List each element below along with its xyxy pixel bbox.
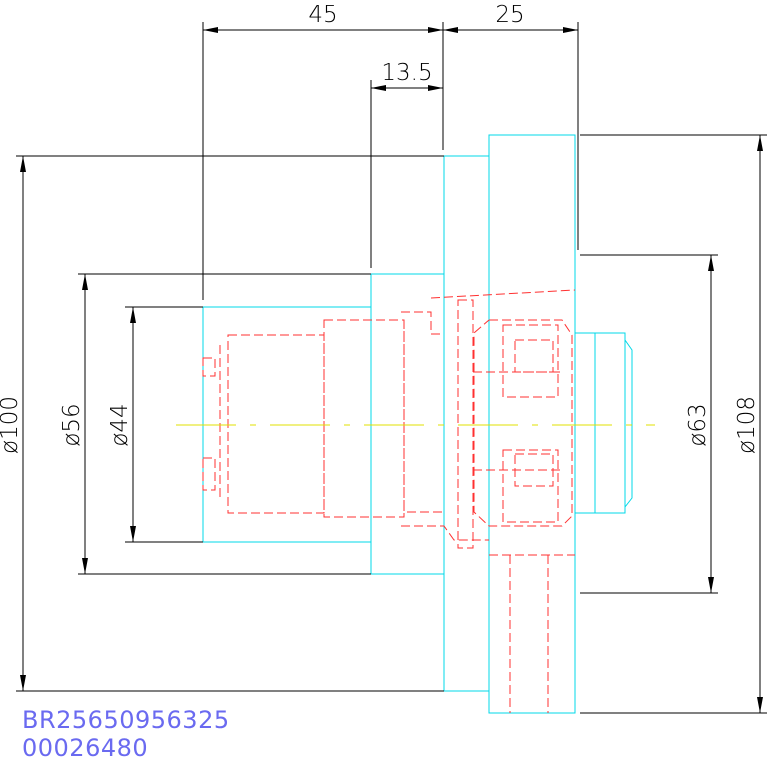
nose-chamfer [624,339,633,508]
hidden-bearing-outline [473,319,573,527]
drawing-codes: BR25650956325 00026480 [22,706,230,762]
dimension-text: 45 25 13.5 ø100 ø56 ø44 ø63 ø108 [0,2,760,454]
dim-25: 25 [495,2,524,28]
part-outline [202,134,633,714]
hidden-bore-left [227,334,325,514]
outer-ring-body [488,134,576,714]
hidden-groove-top [401,311,444,335]
hidden-taper-top [430,289,576,299]
serial-number: 00026480 [22,734,149,762]
hidden-bore-mid [323,319,405,518]
hidden-groove-bottom [401,525,489,541]
hidden-bore-frame [403,320,444,513]
dimension-arrows [20,27,763,713]
hidden-bearing-bottom [502,449,559,523]
hidden-lines [202,289,576,713]
dim-dia-63: ø63 [685,403,711,446]
dim-dia-108: ø108 [734,396,760,454]
dim-45: 45 [308,2,337,28]
dim-dia-100: ø100 [0,396,23,454]
hub-body [370,273,445,575]
part-number: BR25650956325 [22,706,230,734]
nose-body [574,332,626,514]
dimension-lines [16,22,767,714]
hidden-ball-top [514,339,554,373]
hidden-notch-top [202,357,216,377]
hidden-notch-bottom [202,457,216,491]
dim-dia-56: ø56 [59,403,85,446]
dim-13-5: 13.5 [381,60,432,86]
flange-body [443,155,490,692]
hidden-bearing-top [502,324,559,398]
hidden-collar [457,299,474,549]
dim-dia-44: ø44 [107,403,133,446]
